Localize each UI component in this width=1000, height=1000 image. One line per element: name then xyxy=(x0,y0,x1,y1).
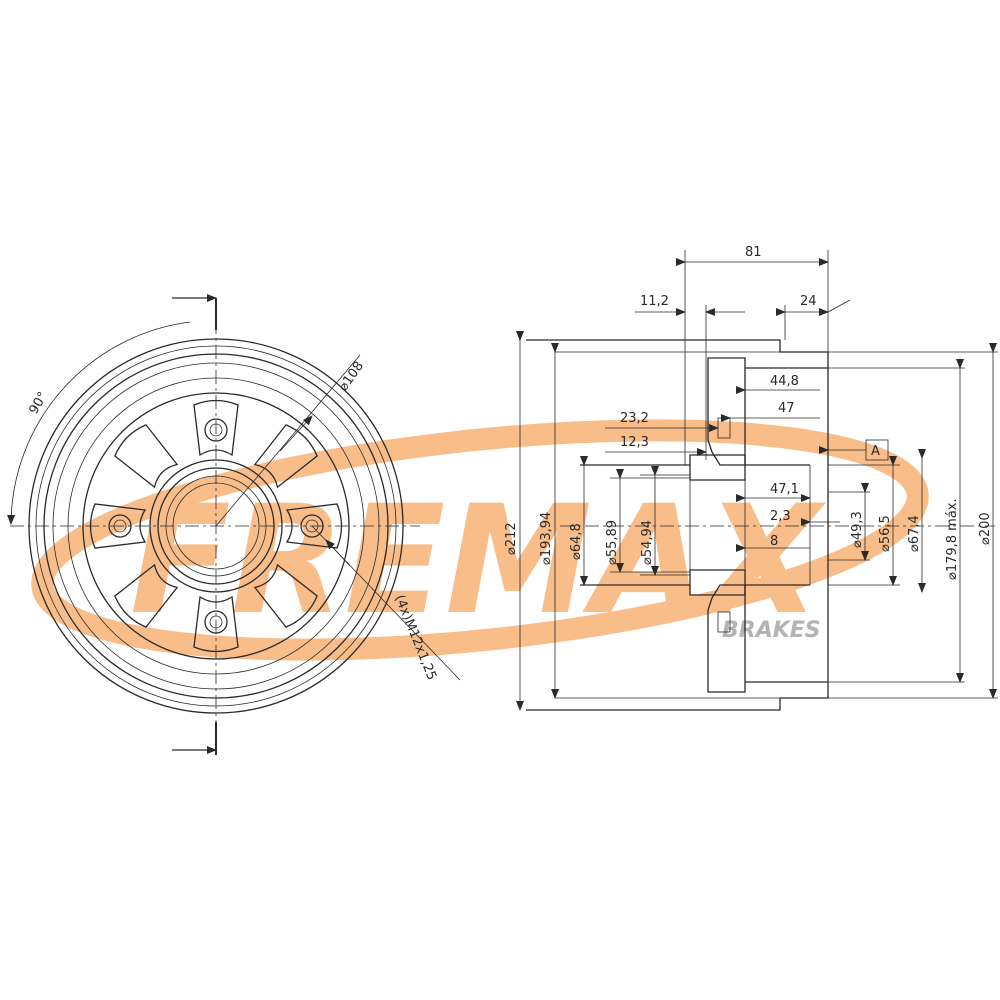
dim-dia-648: ⌀64,8 xyxy=(569,523,584,560)
rib-pockets xyxy=(89,399,343,653)
datum-box xyxy=(865,439,889,461)
dim-8: 8 xyxy=(770,534,778,549)
dim-47: 47 xyxy=(778,401,795,416)
dim-dia-193: ⌀193,94 xyxy=(539,512,554,565)
bolt-circle-label: ⌀108 xyxy=(336,359,367,394)
dim-dia-565: ⌀56,5 xyxy=(878,515,893,552)
dim-dia-5494: ⌀54,94 xyxy=(640,520,655,565)
dim-232: 23,2 xyxy=(620,411,649,426)
dim-dia-212: ⌀212 xyxy=(504,522,519,555)
dim-overall-width: 81 xyxy=(745,245,762,260)
watermark-swoosh xyxy=(31,419,929,661)
dim-dia-5589: ⌀55,89 xyxy=(605,520,620,565)
angle-label: 90° xyxy=(26,390,51,417)
section-view: 81 11,2 24 44,8 47 23,2 12,3 A 47,1 2,3 … xyxy=(504,245,998,711)
dim-dia-1798: ⌀179,8 máx. xyxy=(945,498,960,580)
dim-471: 47,1 xyxy=(770,482,799,497)
section-hatch-top xyxy=(707,357,746,466)
dim-23: 2,3 xyxy=(770,509,791,524)
watermark-brand: FREMAX xyxy=(130,474,826,648)
dim-offset-right: 24 xyxy=(800,294,817,309)
datum-label: A xyxy=(871,444,880,459)
dim-dia-493: ⌀49,3 xyxy=(850,511,865,548)
watermark-sub: BRAKES xyxy=(722,618,821,643)
dim-dia-200: ⌀200 xyxy=(978,512,993,545)
dim-448: 44,8 xyxy=(770,374,799,389)
dim-123: 12,3 xyxy=(620,435,649,450)
dim-dia-674: ⌀67,4 xyxy=(907,515,922,552)
dim-offset-left: 11,2 xyxy=(640,294,669,309)
fremax-watermark: FREMAX BRAKES xyxy=(31,419,929,661)
